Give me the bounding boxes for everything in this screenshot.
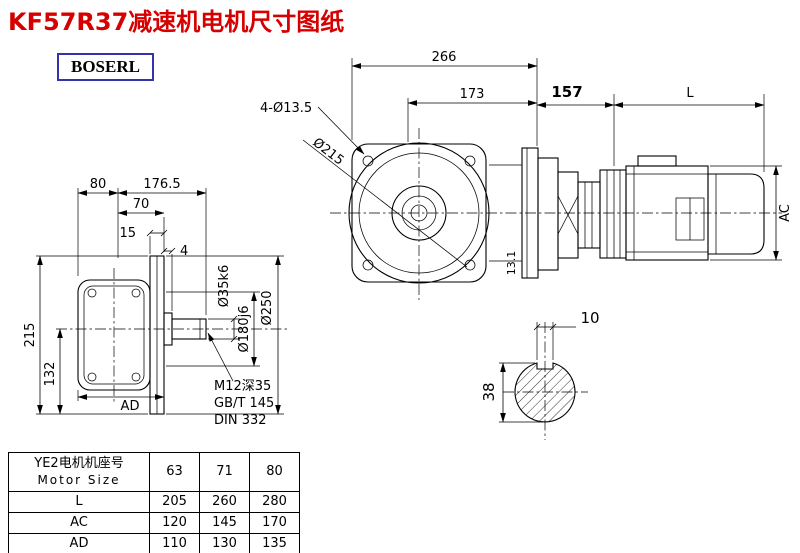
bolt-hole [362,259,374,271]
dim-label-70: 70 [133,197,150,212]
table-header-cell: YE2电机机座号 Motor Size [8,452,150,492]
dim-label-10: 10 [580,309,599,327]
housing-bolt [87,288,97,298]
dim-label-dia35: Ø35k6 [217,265,232,308]
fan-cover [707,173,765,255]
row-label-AC: AC [8,512,150,534]
dim-label-dia180: Ø180j6 [237,306,252,353]
dim-80-176: 80 176.5 [77,177,207,315]
table-size-80: 80 [249,452,300,492]
dim-70: 70 [117,197,165,252]
note-m12: M12深35 [214,379,271,394]
table-cell: 280 [249,491,300,513]
dia215-leader-line [302,139,468,268]
dim-15: 15 [119,226,168,254]
motor-front-bell [599,169,627,259]
housing-inner-outline [83,285,145,385]
table-row-AC: AC 120 145 170 [8,512,300,534]
bolt-note-leader [317,106,365,155]
table-size-63: 63 [149,452,200,492]
housing-bolt [131,372,141,382]
dim-AD: AD [77,390,165,414]
table-row-L: L 205 260 280 [8,491,300,513]
dim-label-AC: AC [778,204,793,222]
dim-dia180: Ø180j6 [166,291,260,367]
dim-4: 4 [160,244,188,311]
table-cell: 260 [199,491,250,513]
note-gbt145: GB/T 145 [214,396,274,411]
table-header-cn: YE2电机机座号 [34,456,124,471]
gearbox-left-view: 80 176.5 70 15 [23,177,290,428]
table-cell: 120 [149,512,200,534]
bolt-hole-note: 4-Ø13.5 [260,101,312,116]
housing-bolt [87,372,97,382]
housing-bolt [131,288,141,298]
dim-173: 173 [407,87,538,142]
dim-10: 10 [533,309,600,360]
dim-label-4: 4 [180,244,188,259]
table-size-71: 71 [199,452,250,492]
dim-label-157: 157 [551,83,582,101]
shaft-section-circle [514,362,576,423]
brand-logo: BOSERL [57,53,154,81]
dim-38: 38 [480,362,543,423]
dim-266: 266 [351,50,538,146]
table-cell: 110 [149,533,200,553]
coupling-section [577,181,601,249]
dim-label-173: 173 [460,87,485,102]
table-cell: 170 [249,512,300,534]
bolt-hole [362,155,374,167]
dim-label-L: L [686,86,694,101]
dim-label-266: 266 [432,50,457,65]
output-shaft [171,318,207,340]
table-row-AD: AD 110 130 135 [8,533,300,553]
note-din332: DIN 332 [214,413,267,428]
dim-label-AD: AD [121,399,140,414]
dim-label-38: 38 [480,382,498,401]
table-cell: 205 [149,491,200,513]
gearbox-housing-side [537,157,559,271]
thread-notes: M12深35 GB/T 145 DIN 332 [207,332,274,428]
row-label-L: L [8,491,150,513]
terminal-box [637,155,677,167]
dim-label-215: 215 [23,323,38,348]
motor-side-view: 157 L [536,83,793,271]
front-view: Ø215 4-Ø13.5 266 173 13.1 [260,50,539,300]
bolt-hole [464,155,476,167]
dim-dia35: Ø35k6 [208,265,240,343]
table-header-row: YE2电机机座号 Motor Size 63 71 80 [8,452,300,492]
dim-label-80: 80 [90,177,107,192]
row-label-AD: AD [8,533,150,553]
table-cell: 135 [249,533,300,553]
dim-215: 215 [23,255,148,415]
table-cell: 130 [199,533,250,553]
page-title: KF57R37减速机电机尺寸图纸 [8,8,345,36]
dim-label-dia215: Ø215 [310,135,347,168]
dim-label-176-5: 176.5 [143,177,180,192]
dim-label-132: 132 [43,362,58,387]
shaft-cross-section: 10 38 [480,309,600,440]
table-header-en: Motor Size [37,473,121,487]
dim-dia250: Ø250 [166,255,284,415]
dim-label-dia250: Ø250 [260,290,275,325]
table-cell: 145 [199,512,250,534]
dim-157: 157 [536,83,615,166]
dim-label-15: 15 [119,226,136,241]
motor-size-table: YE2电机机座号 Motor Size 63 71 80 L 205 260 2… [8,452,300,553]
dim-label-13-1: 13.1 [505,251,518,276]
dim-132: 132 [43,328,63,415]
dim-L: L [613,86,765,172]
dim-AC: AC [710,165,793,261]
